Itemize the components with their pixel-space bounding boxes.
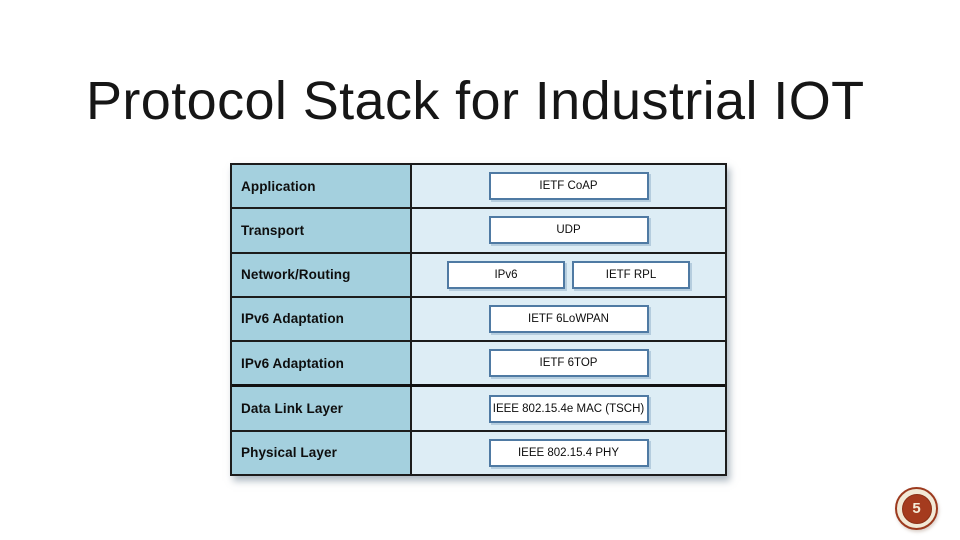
- table-row-transport: Transport UDP: [232, 207, 725, 252]
- protocol-cell: IEEE 802.15.4e MAC (TSCH): [412, 387, 725, 430]
- table-row-ipv6-adaptation-1: IPv6 Adaptation IETF 6LoWPAN: [232, 295, 725, 341]
- layer-name-cell: Application: [232, 165, 412, 208]
- protocol-box: IPv6: [447, 260, 565, 289]
- protocol-cell: IEEE 802.15.4 PHY: [412, 431, 725, 474]
- slide-title: Protocol Stack for Industrial IOT: [86, 71, 865, 131]
- layer-name-cell: Network/Routing: [232, 253, 412, 296]
- layer-name-cell: Physical Layer: [232, 431, 412, 474]
- protocol-box: IEEE 802.15.4e MAC (TSCH): [488, 394, 649, 423]
- protocol-box: IETF 6LoWPAN: [488, 304, 649, 333]
- protocol-cell: IETF 6TOP: [412, 342, 725, 385]
- table-row-ipv6-adaptation-2: IPv6 Adaptation IETF 6TOP: [232, 340, 725, 385]
- protocol-cell: UDP: [412, 209, 725, 252]
- protocol-cell: IETF 6LoWPAN: [412, 297, 725, 341]
- table-row-network-routing: Network/Routing IPv6 IETF RPL: [232, 251, 725, 296]
- protocol-box: IETF CoAP: [488, 172, 649, 201]
- table-row-physical: Physical Layer IEEE 802.15.4 PHY: [232, 429, 725, 474]
- layer-name-cell: IPv6 Adaptation: [232, 297, 412, 341]
- protocol-cell: IETF CoAP: [412, 165, 725, 208]
- protocol-box: UDP: [488, 216, 649, 245]
- protocol-box: IEEE 802.15.4 PHY: [488, 438, 649, 467]
- table-row-application: Application IETF CoAP: [232, 165, 725, 208]
- page-number: 5: [901, 493, 932, 524]
- protocol-box: IETF 6TOP: [488, 349, 649, 378]
- layer-name-cell: Transport: [232, 209, 412, 252]
- layer-name-cell: Data Link Layer: [232, 387, 412, 430]
- table-row-data-link: Data Link Layer IEEE 802.15.4e MAC (TSCH…: [232, 384, 725, 430]
- protocol-cell: IPv6 IETF RPL: [412, 253, 725, 296]
- layer-name-cell: IPv6 Adaptation: [232, 342, 412, 385]
- page-number-badge: 5: [895, 487, 938, 530]
- protocol-stack-table: Application IETF CoAP Transport UDP Netw…: [230, 163, 727, 476]
- protocol-box: IETF RPL: [572, 260, 690, 289]
